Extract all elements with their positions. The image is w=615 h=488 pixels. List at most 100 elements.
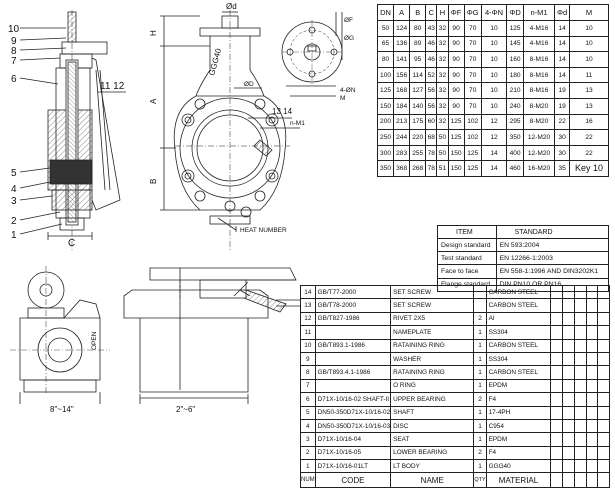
part-qty: 1 bbox=[473, 405, 487, 420]
dim-cell: 80 bbox=[409, 20, 427, 37]
part-code: D71X-10/16-05 bbox=[314, 445, 392, 461]
part-name: O RING bbox=[390, 378, 475, 394]
footer-num: NUM bbox=[300, 472, 316, 488]
dim-cell: 100 bbox=[376, 66, 395, 84]
empty-cell bbox=[562, 311, 575, 327]
dim-cell: 90 bbox=[447, 97, 465, 115]
empty-cell bbox=[573, 378, 587, 394]
gear-mark: OPEN bbox=[91, 331, 98, 350]
dim-cell: 70 bbox=[463, 97, 482, 115]
part-name: LOWER BEARING bbox=[390, 445, 475, 461]
part-name: RATAINING RING bbox=[390, 365, 475, 380]
empty-cell bbox=[562, 378, 575, 394]
dim-header-cell: DN bbox=[376, 4, 395, 21]
empty-cell bbox=[597, 284, 610, 300]
part-material: F4 bbox=[485, 445, 552, 461]
dim-header-cell: B bbox=[409, 4, 427, 21]
part-num: 7 bbox=[300, 378, 316, 394]
part-code: D71X-10/16-02 SHAFT-II bbox=[314, 392, 392, 407]
part-num: 13 bbox=[300, 298, 316, 313]
dim-cell: 10 bbox=[480, 82, 508, 99]
empty-cell bbox=[562, 418, 575, 434]
part-name: RATAINING RING bbox=[390, 338, 475, 353]
dim-cell: 32 bbox=[436, 97, 449, 115]
dim-cell: 65 bbox=[376, 35, 395, 53]
lever-handle-view bbox=[123, 267, 300, 404]
empty-cell bbox=[573, 351, 587, 367]
part-name: SET SCREW bbox=[390, 298, 475, 313]
dim-cell: 19 bbox=[554, 82, 571, 99]
dim-header-cell: ΦF bbox=[447, 4, 465, 21]
empty-cell bbox=[585, 351, 599, 367]
standards-cell: Test standard bbox=[437, 251, 497, 266]
dim-cell: 268 bbox=[409, 160, 427, 177]
empty-cell bbox=[597, 405, 610, 420]
dim-cell: 13 bbox=[569, 97, 609, 115]
dim-cell: 10 bbox=[569, 35, 609, 53]
part-qty bbox=[473, 298, 487, 313]
empty-cell bbox=[585, 459, 599, 474]
dim-cell: 213 bbox=[393, 113, 411, 131]
dim-cell: 22 bbox=[569, 144, 609, 162]
nameplate-callout: 11 12 bbox=[100, 81, 125, 92]
dim-cell: 70 bbox=[463, 51, 482, 68]
dim-header-cell: C bbox=[425, 4, 438, 21]
dim-cell: 78 bbox=[425, 160, 438, 177]
standards-cell: EN 12266-1:2003 bbox=[495, 251, 610, 266]
part-name: UPPER BEARING bbox=[390, 392, 475, 407]
standards-header: ITEM STANDARD bbox=[437, 225, 610, 239]
dim-cell: 184 bbox=[393, 97, 411, 115]
part-qty: 2 bbox=[473, 392, 487, 407]
empty-cell bbox=[550, 392, 564, 407]
balloon-10: 10 bbox=[8, 24, 20, 35]
dim-m: M bbox=[340, 95, 345, 102]
dim-cell: 90 bbox=[447, 66, 465, 84]
part-qty: 1 bbox=[473, 338, 487, 353]
dim-cell: 4-M16 bbox=[522, 20, 556, 37]
dim-cell: 30 bbox=[554, 144, 571, 162]
balloon-9: 9 bbox=[11, 36, 17, 47]
dim-cell: 35 bbox=[554, 160, 571, 177]
dim-cell: 32 bbox=[436, 66, 449, 84]
dim-cell: 90 bbox=[447, 51, 465, 68]
part-num: 1 bbox=[300, 459, 316, 474]
dim-h: H bbox=[149, 30, 158, 36]
dim-cell: 14 bbox=[480, 144, 508, 162]
sectional-view bbox=[19, 10, 126, 250]
dim-cell: 32 bbox=[436, 113, 449, 131]
part-code: DN50-350D71X-10/16-03 bbox=[314, 418, 392, 434]
part-num: 9 bbox=[300, 351, 316, 367]
empty-cell bbox=[585, 378, 599, 394]
part-material: F4 bbox=[485, 392, 552, 407]
standards-cell: Face to face bbox=[437, 264, 497, 279]
part-name: SEAT bbox=[390, 432, 475, 447]
dim-cell: 22 bbox=[569, 129, 609, 146]
dim-cell: 136 bbox=[393, 35, 411, 53]
dim-cell: 32 bbox=[436, 82, 449, 99]
dim-cell: 46 bbox=[425, 51, 438, 68]
part-name: WASHER bbox=[390, 351, 475, 367]
parts-list-footer: NUM CODE NAME QTY MATERIAL bbox=[300, 472, 610, 488]
dim-header-cell: A bbox=[393, 4, 411, 21]
part-material: EPDM bbox=[485, 378, 552, 394]
empty-cell bbox=[597, 311, 610, 327]
dim-cell: 141 bbox=[393, 51, 411, 68]
dim-cell: 30 bbox=[554, 129, 571, 146]
standards-cell: Design standard bbox=[437, 237, 497, 253]
empty-cell bbox=[585, 432, 599, 447]
part-code: D71X-10/16-04 bbox=[314, 432, 392, 447]
dim-cell: 10 bbox=[480, 97, 508, 115]
empty-cell bbox=[597, 445, 610, 461]
part-material: CARBON STEEL bbox=[485, 338, 552, 353]
empty-cell bbox=[573, 459, 587, 474]
empty-cell bbox=[597, 325, 610, 340]
